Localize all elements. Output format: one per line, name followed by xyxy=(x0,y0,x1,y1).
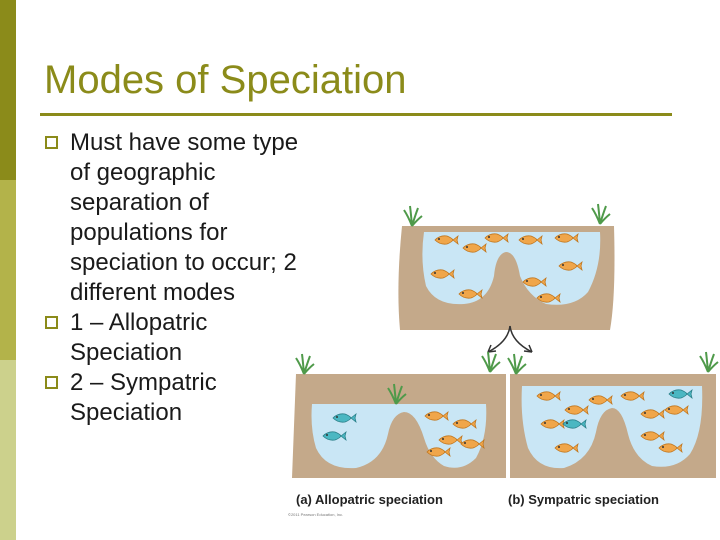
divergence-arrows xyxy=(487,325,533,353)
sidebar-decoration xyxy=(0,0,16,540)
top-pond-illustration xyxy=(398,203,615,330)
slide-title: Modes of Speciation xyxy=(44,58,407,102)
bullet-text: Must have some type of geographic separa… xyxy=(70,129,299,306)
sidebar-segment-bottom xyxy=(0,360,16,540)
bullet-text: 1 – Allopatric Speciation xyxy=(70,309,208,366)
bullet-item: 2 – Sympatric Speciation xyxy=(44,368,314,428)
allopatric-pond-illustration xyxy=(292,351,506,478)
square-bullet-icon xyxy=(45,376,58,389)
bullet-item: Must have some type of geographic separa… xyxy=(44,128,314,308)
sympatric-pond-illustration xyxy=(507,351,719,478)
bullet-text: 2 – Sympatric Speciation xyxy=(70,369,217,426)
caption-allopatric: (a) Allopatric speciation xyxy=(296,492,443,507)
title-underline xyxy=(40,113,672,116)
bullet-item: 1 – Allopatric Speciation xyxy=(44,308,314,368)
speciation-illustration xyxy=(292,203,719,478)
sidebar-segment-top xyxy=(0,0,16,180)
speciation-figure: (a) Allopatric speciation (b) Sympatric … xyxy=(284,196,720,520)
caption-sympatric: (b) Sympatric speciation xyxy=(508,492,659,507)
bullet-list: Must have some type of geographic separa… xyxy=(44,128,314,428)
sidebar-segment-middle xyxy=(0,180,16,360)
square-bullet-icon xyxy=(45,316,58,329)
square-bullet-icon xyxy=(45,136,58,149)
figure-credit: ©2011 Pearson Education, Inc. xyxy=(288,512,344,517)
